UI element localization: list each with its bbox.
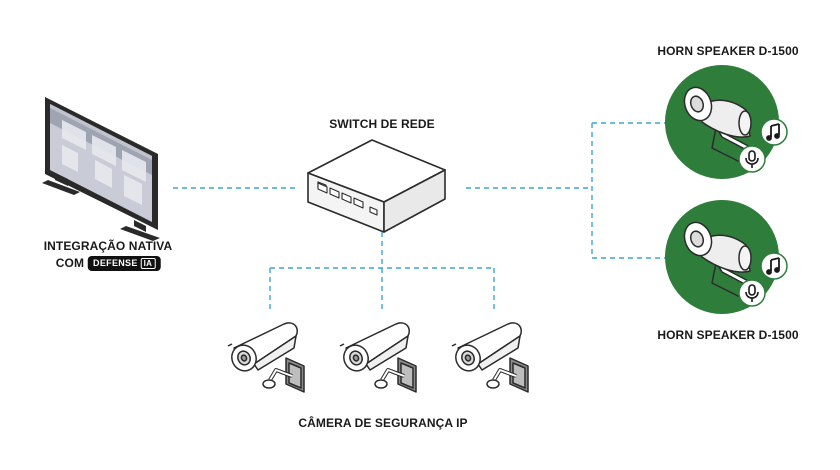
camera-label: CÂMERA DE SEGURANÇA IP [298,416,468,430]
network-switch-icon [307,139,446,233]
ip-camera-icon [449,320,530,394]
speaker-bottom-label: HORN SPEAKER D-1500 [657,328,799,342]
switch-label: SWITCH DE REDE [329,117,435,131]
brand-name: DEFENSE [93,258,138,269]
monitor-label-com: COM [55,256,85,270]
music-note-icon [760,118,788,146]
monitor-icon [42,97,160,241]
connectors [173,122,668,312]
horn-speaker-bottom [665,200,788,314]
brand-suffix: IA [140,258,156,270]
horn-speaker-top [665,65,788,179]
ip-camera-icon [337,320,418,394]
speaker-top-label: HORN SPEAKER D-1500 [657,44,799,58]
monitor-label-line1: INTEGRAÇÃO NATIVA [43,239,173,253]
music-note-icon [760,252,788,280]
ip-camera-icon [225,320,306,394]
